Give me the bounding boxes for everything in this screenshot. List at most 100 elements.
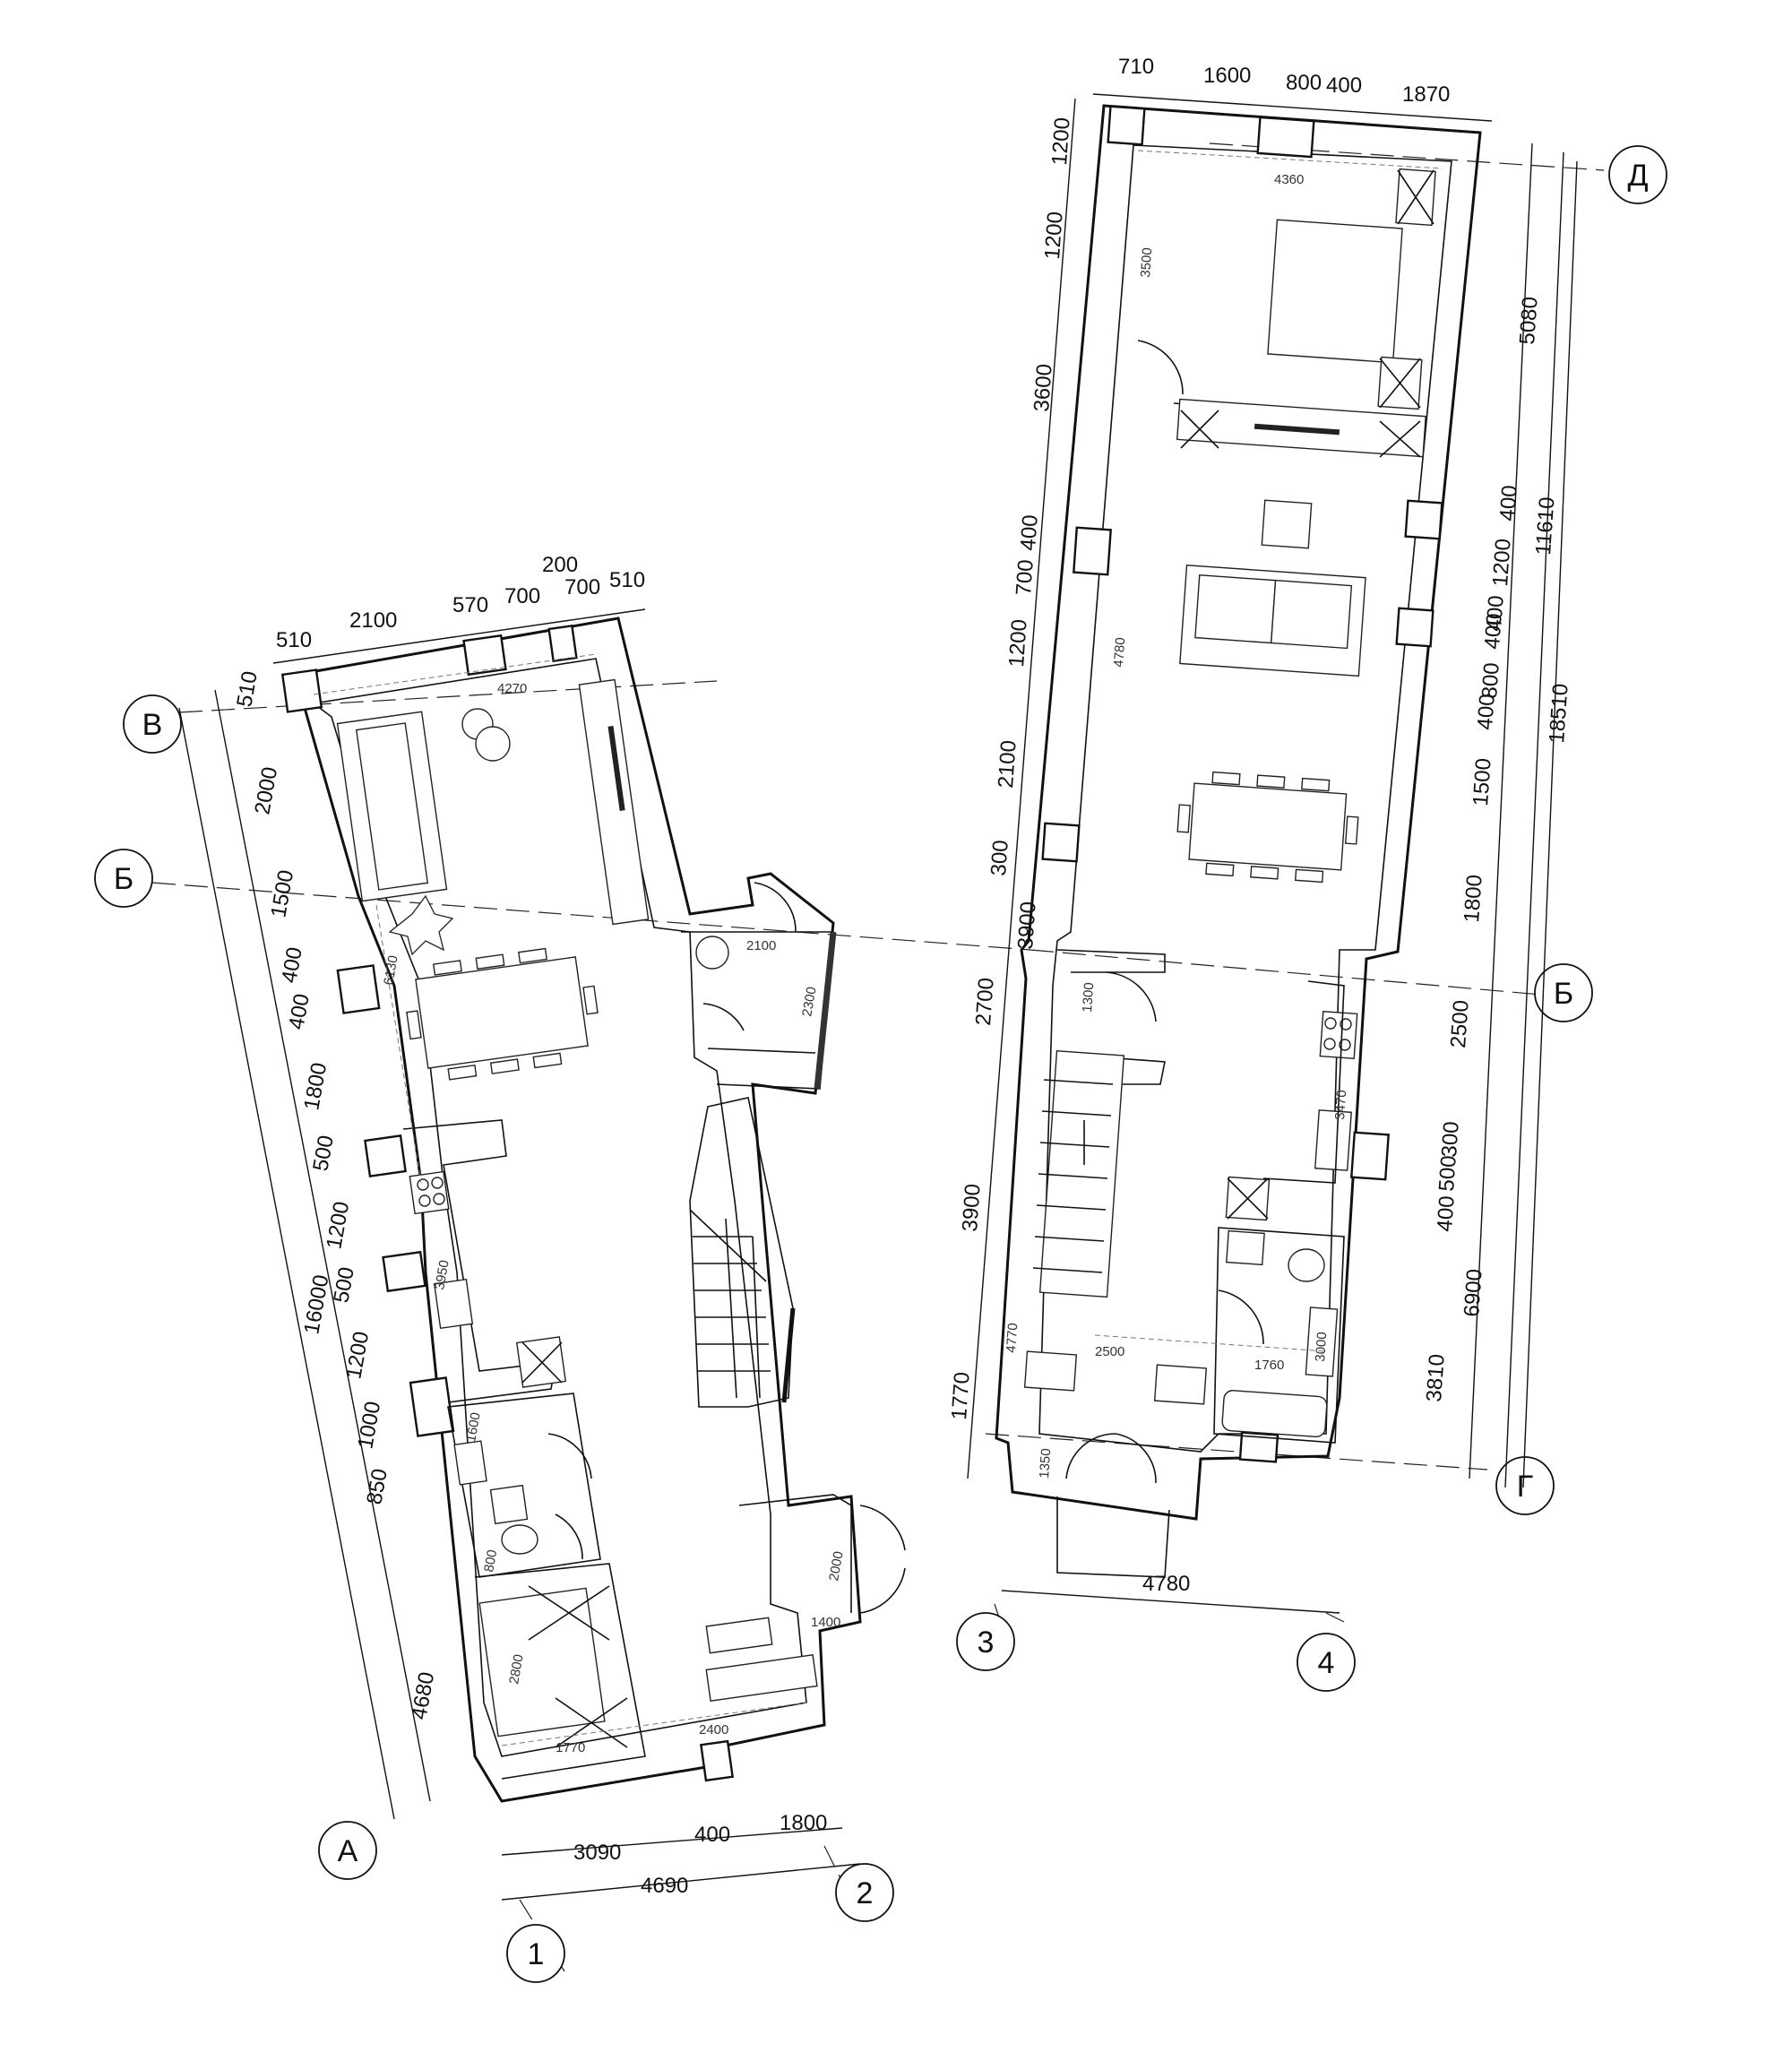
axis-bubble-d: Д bbox=[1608, 145, 1667, 204]
axis-label-d: Д bbox=[1627, 159, 1648, 193]
axis-label-a: А bbox=[338, 1834, 358, 1868]
left-floor-plan bbox=[178, 608, 906, 1901]
svg-text:510: 510 bbox=[232, 669, 263, 709]
left-bottom-dims: 3090 400 1800 4690 bbox=[573, 1811, 827, 1898]
axis-label-1: 1 bbox=[528, 1937, 545, 1971]
left-entry bbox=[705, 1494, 906, 1702]
right-bedroom bbox=[1137, 168, 1436, 422]
svg-text:1200: 1200 bbox=[1004, 618, 1032, 668]
svg-text:400: 400 bbox=[1482, 595, 1509, 633]
svg-text:1200: 1200 bbox=[341, 1330, 374, 1381]
right-sofa bbox=[1179, 564, 1366, 677]
svg-text:5080: 5080 bbox=[1515, 296, 1543, 345]
axis-bubble-a: А bbox=[318, 1821, 377, 1880]
svg-text:3950: 3950 bbox=[432, 1259, 452, 1291]
svg-text:1600: 1600 bbox=[463, 1411, 484, 1444]
axis-label-b-left: Б bbox=[114, 862, 134, 896]
left-inner-dims: 4270 6130 2100 2300 3950 1600 800 2800 1… bbox=[381, 681, 847, 1755]
left-plant bbox=[388, 894, 454, 956]
svg-text:500: 500 bbox=[329, 1265, 359, 1305]
svg-text:2800: 2800 bbox=[506, 1653, 527, 1686]
axis-bubble-2: 2 bbox=[835, 1863, 894, 1922]
svg-text:3900: 3900 bbox=[958, 1183, 986, 1232]
left-kitchen bbox=[402, 1119, 567, 1403]
axis-label-g: Г bbox=[1517, 1470, 1533, 1504]
svg-text:400: 400 bbox=[284, 992, 314, 1031]
svg-text:700: 700 bbox=[1012, 559, 1038, 597]
axis-label-4: 4 bbox=[1318, 1646, 1335, 1680]
svg-text:1350: 1350 bbox=[1037, 1448, 1054, 1479]
svg-text:400: 400 bbox=[1495, 485, 1522, 522]
svg-text:1870: 1870 bbox=[1402, 82, 1450, 107]
right-hall bbox=[1023, 1350, 1208, 1578]
axis-bubble-1: 1 bbox=[506, 1924, 565, 1983]
svg-text:1500: 1500 bbox=[266, 868, 298, 919]
svg-text:400: 400 bbox=[1480, 613, 1507, 651]
svg-text:500: 500 bbox=[308, 1134, 339, 1173]
left-overall-dim: 16000 bbox=[299, 1273, 333, 1336]
right-left-dims: 1200 1200 3600 400 700 1200 2100 300 390… bbox=[947, 116, 1075, 1420]
axis-label-3: 3 bbox=[978, 1626, 995, 1660]
left-tv-unit bbox=[578, 678, 650, 926]
svg-text:4690: 4690 bbox=[641, 1874, 688, 1898]
svg-text:2300: 2300 bbox=[799, 986, 820, 1018]
right-bathroom bbox=[1213, 1227, 1345, 1444]
left-bathroom bbox=[447, 1393, 601, 1578]
svg-text:400: 400 bbox=[1016, 514, 1043, 552]
svg-text:200: 200 bbox=[542, 553, 578, 577]
svg-text:3090: 3090 bbox=[573, 1841, 621, 1865]
svg-text:800: 800 bbox=[1478, 662, 1504, 700]
svg-text:1200: 1200 bbox=[322, 1200, 354, 1251]
right-bathtub bbox=[1221, 1390, 1328, 1438]
svg-text:1770: 1770 bbox=[947, 1371, 975, 1420]
left-top-dims: 510 2100 570 700 200 700 510 bbox=[276, 553, 645, 652]
svg-text:1600: 1600 bbox=[1203, 64, 1251, 88]
svg-text:400: 400 bbox=[1473, 694, 1500, 731]
axis-label-2: 2 bbox=[857, 1876, 874, 1910]
svg-text:1200: 1200 bbox=[1040, 211, 1068, 260]
svg-text:2100: 2100 bbox=[994, 739, 1021, 789]
right-stair bbox=[1032, 949, 1166, 1298]
left-dining-table bbox=[406, 947, 599, 1081]
svg-text:800: 800 bbox=[1286, 71, 1322, 95]
svg-text:11610: 11610 bbox=[1531, 496, 1559, 556]
svg-text:3600: 3600 bbox=[1030, 363, 1057, 412]
svg-text:700: 700 bbox=[564, 575, 600, 599]
svg-text:1200: 1200 bbox=[1488, 538, 1516, 587]
svg-text:710: 710 bbox=[1118, 55, 1154, 79]
svg-text:1400: 1400 bbox=[811, 1615, 840, 1630]
svg-text:4270: 4270 bbox=[497, 681, 527, 696]
svg-text:3900: 3900 bbox=[1013, 901, 1041, 950]
svg-text:570: 570 bbox=[452, 593, 488, 617]
svg-text:400: 400 bbox=[277, 945, 307, 985]
svg-text:4360: 4360 bbox=[1274, 172, 1304, 187]
axis-label-v: В bbox=[142, 708, 163, 742]
svg-text:850: 850 bbox=[362, 1467, 392, 1506]
svg-text:4680: 4680 bbox=[407, 1670, 439, 1721]
svg-text:3500: 3500 bbox=[1138, 247, 1155, 278]
svg-text:510: 510 bbox=[276, 628, 312, 652]
right-dining-table bbox=[1176, 771, 1359, 884]
svg-text:2000: 2000 bbox=[826, 1550, 847, 1582]
svg-text:400: 400 bbox=[694, 1823, 730, 1847]
left-vestibule bbox=[681, 882, 837, 1090]
svg-text:2500: 2500 bbox=[1446, 999, 1474, 1048]
svg-text:2700: 2700 bbox=[971, 977, 999, 1026]
svg-text:300: 300 bbox=[1437, 1121, 1464, 1159]
axis-bubble-4: 4 bbox=[1297, 1633, 1356, 1692]
axis-bubble-b-left: Б bbox=[94, 849, 153, 908]
right-wardrobe bbox=[1176, 398, 1426, 458]
svg-text:4780: 4780 bbox=[1142, 1572, 1190, 1596]
svg-text:2100: 2100 bbox=[349, 608, 397, 633]
left-stair bbox=[689, 1097, 796, 1408]
right-right-dims: 5080 400 1200 400 400 800 400 1500 1800 … bbox=[1422, 296, 1573, 1402]
svg-text:2500: 2500 bbox=[1095, 1344, 1124, 1359]
right-kitchen-sink bbox=[1314, 1109, 1352, 1171]
svg-text:300: 300 bbox=[986, 840, 1013, 877]
right-bottom-dims: 4780 bbox=[1142, 1572, 1190, 1596]
svg-text:18510: 18510 bbox=[1545, 683, 1573, 744]
svg-text:1300: 1300 bbox=[1080, 982, 1097, 1013]
right-kitchen bbox=[1225, 980, 1358, 1221]
svg-text:1770: 1770 bbox=[556, 1740, 585, 1755]
